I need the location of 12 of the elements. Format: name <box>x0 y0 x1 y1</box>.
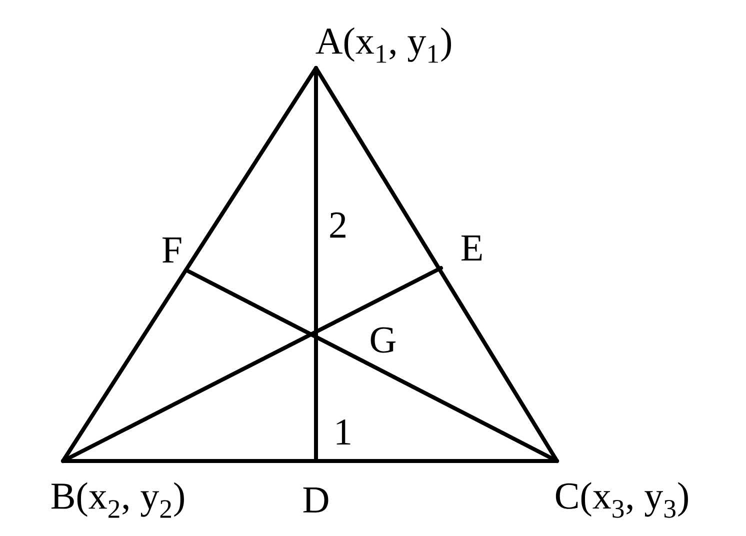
point-label: A(x$_{1}$, y$_{1}$) <box>316 27 451 63</box>
segment-ratio-label: 1 <box>336 419 350 445</box>
point-label: C(x$_{3}$, y$_{3}$) <box>556 482 688 518</box>
point-label: E <box>462 236 482 260</box>
line-segment <box>61 459 559 463</box>
point-label: B(x$_{2}$, y$_{2}$) <box>51 482 184 518</box>
point-label: F <box>162 238 182 262</box>
segment-ratio-label: 2 <box>330 212 346 238</box>
line-segment <box>184 268 559 463</box>
point-label: G <box>370 327 396 353</box>
line-segment <box>61 266 443 463</box>
point-label: D <box>303 488 328 512</box>
